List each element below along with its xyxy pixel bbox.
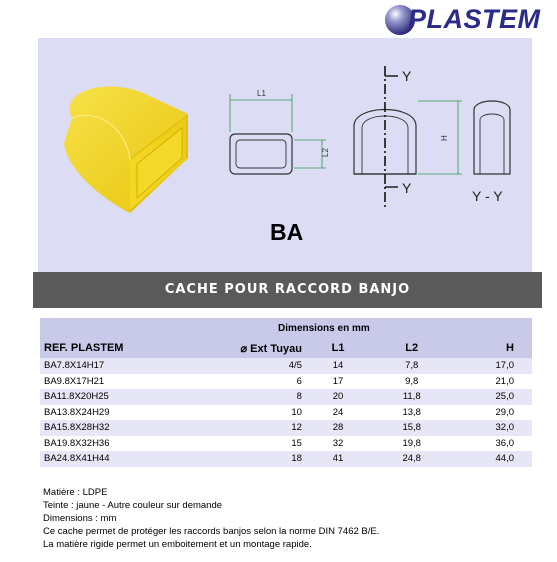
cell-l2: 11,8 — [370, 389, 454, 405]
table-row: BA15.8X28H32 12 28 15,8 32,0 — [40, 420, 532, 436]
col-header-h: H — [453, 338, 532, 358]
table-row: BA11.8X20H25 8 20 11,8 25,0 — [40, 389, 532, 405]
brand-logo: PLASTEM — [384, 3, 552, 35]
table-row: BA7.8X14H17 4/5 14 7,8 17,0 — [40, 358, 532, 374]
table-row: BA19.8X32H36 15 32 19,8 36,0 — [40, 435, 532, 451]
cell-ext: 18 — [191, 451, 306, 467]
cell-h: 17,0 — [453, 358, 532, 374]
cell-ref: BA24.8X41H44 — [40, 451, 192, 467]
note-tint: Teinte : jaune - Autre couleur sur deman… — [43, 500, 223, 511]
cell-ext: 10 — [191, 404, 306, 420]
cell-l2: 9,8 — [370, 373, 454, 389]
cell-ref: BA9.8X17H21 — [40, 373, 192, 389]
side-view-drawing — [353, 66, 462, 208]
cell-ref: BA19.8X32H36 — [40, 435, 192, 451]
model-code: BA — [270, 219, 304, 245]
technical-drawing: L1 L2 H Y Y Y - Y — [64, 66, 511, 213]
cell-l1: 20 — [305, 389, 371, 405]
cell-l1: 24 — [305, 404, 371, 420]
cell-l2: 24,8 — [370, 451, 454, 467]
label-y-top: Y — [402, 68, 412, 84]
note-material: Matière : LDPE — [43, 487, 108, 498]
cell-ext: 4/5 — [191, 358, 306, 374]
note-dimensions: Dimensions : mm — [43, 513, 117, 524]
cell-l2: 19,8 — [370, 435, 454, 451]
table-row: BA24.8X41H44 18 41 24,8 44,0 — [40, 451, 532, 467]
section-view-drawing — [473, 100, 511, 175]
cell-ref: BA7.8X14H17 — [40, 358, 192, 374]
dimensions-table: Dimensions en mm REF. PLASTEM ⌀ Ext Tuya… — [40, 318, 532, 467]
label-section-yy: Y - Y — [472, 188, 503, 204]
cell-h: 32,0 — [453, 420, 532, 436]
cell-ext: 15 — [191, 435, 306, 451]
logo-sphere-icon — [385, 5, 415, 35]
brand-name: PLASTEM — [408, 4, 541, 34]
cell-h: 21,0 — [453, 373, 532, 389]
cell-h: 44,0 — [453, 451, 532, 467]
cell-l1: 14 — [305, 358, 371, 374]
cell-l1: 17 — [305, 373, 371, 389]
cell-l1: 41 — [305, 451, 371, 467]
cell-h: 29,0 — [453, 404, 532, 420]
cell-ext: 6 — [191, 373, 306, 389]
label-h: H — [440, 135, 449, 141]
table-header-row: REF. PLASTEM ⌀ Ext Tuyau L1 L2 H — [40, 338, 532, 358]
label-y-bottom: Y — [402, 180, 412, 196]
product-notes: Matière : LDPE Teinte : jaune - Autre co… — [43, 486, 379, 551]
cell-ext: 12 — [191, 420, 306, 436]
label-l1: L1 — [257, 89, 266, 98]
col-header-l1: L1 — [305, 338, 371, 358]
table-row: BA13.8X24H29 10 24 13,8 29,0 — [40, 404, 532, 420]
cell-h: 25,0 — [453, 389, 532, 405]
col-header-ref: REF. PLASTEM — [40, 338, 192, 358]
cell-l2: 15,8 — [370, 420, 454, 436]
cell-ref: BA11.8X20H25 — [40, 389, 192, 405]
cell-l2: 7,8 — [370, 358, 454, 374]
cell-l1: 28 — [305, 420, 371, 436]
table-row: BA9.8X17H21 6 17 9,8 21,0 — [40, 373, 532, 389]
cell-ref: BA15.8X28H32 — [40, 420, 192, 436]
note-description: Ce cache permet de protéger les raccords… — [43, 526, 380, 537]
front-view-drawing — [229, 94, 326, 175]
note-rigidity: La matière rigide permet un emboitement … — [43, 539, 312, 550]
cell-l1: 32 — [305, 435, 371, 451]
cell-ext: 8 — [191, 389, 306, 405]
col-header-l2: L2 — [370, 338, 454, 358]
cell-l2: 13,8 — [370, 404, 454, 420]
technical-drawing-panel: L1 L2 H Y Y Y - Y BA — [38, 38, 532, 273]
table-group-header-row: Dimensions en mm — [40, 318, 532, 338]
label-l2: L2 — [321, 148, 330, 157]
yellow-cap-illustration — [64, 86, 188, 213]
product-title-banner: CACHE POUR RACCORD BANJO — [33, 272, 542, 308]
col-header-ext: ⌀ Ext Tuyau — [191, 338, 306, 358]
cell-ref: BA13.8X24H29 — [40, 404, 192, 420]
cell-h: 36,0 — [453, 435, 532, 451]
dimensions-group-header: Dimensions en mm — [191, 318, 532, 338]
